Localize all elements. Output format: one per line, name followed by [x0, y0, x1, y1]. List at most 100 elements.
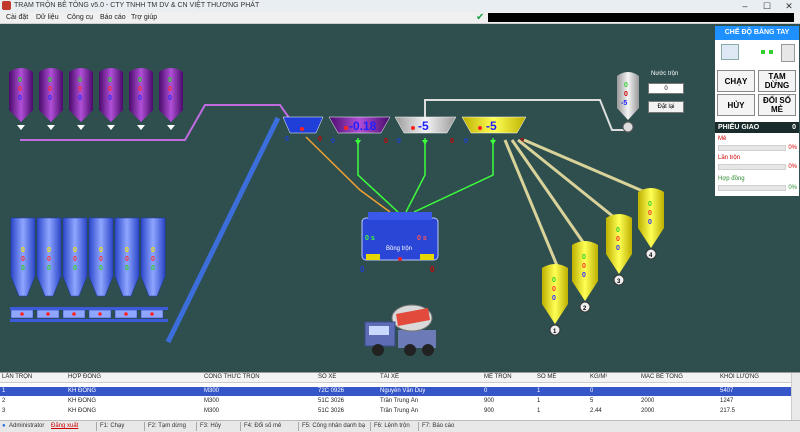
delivery-count: 0	[792, 124, 796, 131]
table-cell: 900	[484, 408, 495, 414]
contract-progress-pct: 0%	[788, 185, 797, 191]
svg-text:0: 0	[616, 227, 620, 234]
close-button[interactable]: ✕	[785, 1, 793, 11]
svg-text:0: 0	[648, 210, 652, 217]
menu-item-reports[interactable]: Báo cáo	[100, 14, 126, 21]
table-row[interactable]: 3 KH ĐÔNG M300 51C 3026 Trần Trung Ân 90…	[0, 407, 792, 416]
aggregate-silo: 000	[36, 217, 62, 319]
menu-item-data[interactable]: Dữ liệu	[36, 14, 59, 21]
svg-text:0: 0	[73, 256, 77, 263]
col-header[interactable]: SỐ MẺ	[537, 374, 557, 380]
col-header[interactable]: LẦN TRỘN	[2, 374, 33, 380]
delivery-title: PHIẾU GIAO	[718, 124, 760, 131]
additive-scale-value: -5	[486, 119, 497, 133]
svg-text:0: 0	[125, 256, 129, 263]
table-cell: 2	[2, 398, 6, 404]
table-cell: Trần Trung Ân	[380, 408, 419, 414]
table-cell: 1	[537, 398, 541, 404]
cancel-button[interactable]: HỦY	[717, 94, 755, 116]
menu-item-settings[interactable]: Cài đặt	[6, 14, 29, 21]
cement-silo: 000	[99, 68, 123, 130]
svg-text:0: 0	[48, 77, 52, 84]
table-row[interactable]: 2 KH ĐÔNG M300 51C 3026 Trần Trung Ân 90…	[0, 397, 792, 406]
col-header[interactable]: SỐ XE	[318, 374, 337, 380]
mode-title: CHẾ ĐỘ BẰNG TAY	[715, 26, 799, 40]
svg-text:0: 0	[624, 91, 628, 98]
cement-scale-left-value: 0	[331, 138, 335, 145]
water-silo: 0 0 -5	[617, 72, 639, 133]
aggregate-silo: 000	[62, 217, 88, 319]
contract-progress-label: Hợp đồng	[718, 176, 745, 182]
table-cell: M300	[204, 388, 220, 394]
table-scrollbar[interactable]	[791, 373, 800, 421]
mixer-bottom-left-value: 0	[360, 265, 365, 274]
run-button[interactable]: CHẠY	[717, 70, 755, 92]
water-scale-right-value: 0	[450, 138, 454, 145]
svg-text:0: 0	[48, 86, 52, 93]
water-setting-input[interactable]: 0	[648, 83, 684, 94]
shortcut-f5: F5: Công nhân danh bạ	[302, 423, 366, 429]
maximize-button[interactable]: ☐	[762, 1, 772, 11]
change-batch-number-button[interactable]: ĐỔI SỐ MẺ	[758, 94, 796, 116]
shortcut-f4: F4: Đổi số mẻ	[244, 423, 282, 429]
menu-item-help[interactable]: Trợ giúp	[131, 14, 158, 21]
svg-text:0: 0	[168, 95, 172, 102]
shortcut-f3: F3: Hủy	[200, 423, 222, 429]
additive-silo-number: 3	[617, 279, 621, 285]
logout-link[interactable]: Đăng xuất	[51, 423, 79, 429]
table-cell: 2.44	[590, 408, 602, 414]
cement-silo: 000	[129, 68, 153, 130]
message-bar	[488, 13, 794, 22]
table-cell: Nguyễn Văn Duy	[380, 388, 426, 394]
cement-scale-value: -0.18	[349, 119, 377, 133]
col-header[interactable]: TÀI XẾ	[380, 374, 400, 380]
delivery-header: PHIẾU GIAO 0	[715, 122, 799, 133]
batch-progress-bar	[718, 145, 786, 151]
svg-text:0: 0	[151, 247, 155, 254]
svg-text:0: 0	[138, 86, 142, 93]
svg-text:0: 0	[552, 277, 556, 284]
shortcut-f7: F7: Báo cáo	[422, 423, 455, 429]
svg-text:0: 0	[18, 95, 22, 102]
col-header[interactable]: KHỐI LƯỢNG	[720, 374, 759, 380]
col-header[interactable]: CÔNG THỨC TRỘN	[204, 374, 260, 380]
svg-text:0: 0	[648, 219, 652, 226]
water-scale-value: -5	[418, 119, 429, 133]
col-header[interactable]: MÁC BÊ TÔNG	[641, 374, 683, 380]
mixer-left-time: 0 s	[365, 235, 375, 242]
reset-button[interactable]: Đặt lại	[648, 101, 684, 113]
additive-silo-number: 4	[649, 253, 653, 259]
mixer-drum: 0 s 0 s Bồng trộn 0 0	[360, 212, 439, 274]
mix-progress-pct: 0%	[788, 164, 797, 170]
svg-text:0: 0	[151, 256, 155, 263]
svg-text:0: 0	[47, 256, 51, 263]
user-icon: ●	[2, 423, 6, 429]
batch-progress-pct: 0%	[788, 145, 797, 151]
table-row[interactable]: 1 KH ĐÔNG M300 72C 0926 Nguyễn Văn Duy 0…	[0, 387, 792, 396]
batch-table: LẦN TRỘN HỢP ĐỒNG CÔNG THỨC TRỘN SỐ XE T…	[0, 372, 800, 421]
cement-scale: -0.18 0 0	[328, 116, 391, 145]
col-header[interactable]: HỢP ĐỒNG	[68, 374, 102, 380]
window-title: TRẠM TRỘN BÊ TÔNG v5.0 - CTY TNHH TM DV …	[14, 2, 260, 9]
table-cell: 5	[590, 398, 594, 404]
app-logo-icon	[2, 1, 11, 10]
col-header[interactable]: KG/M³	[590, 374, 608, 380]
table-cell: 2000	[641, 398, 655, 404]
col-header[interactable]: MẺ TRỘN	[484, 374, 512, 380]
water-setting-label: Nước trộn	[651, 71, 679, 77]
svg-text:0: 0	[552, 295, 556, 302]
shortcut-f2: F2: Tạm dừng	[148, 423, 186, 429]
cement-silo: 000	[69, 68, 93, 130]
table-cell: 0	[590, 388, 594, 394]
mix-progress-bar	[718, 164, 786, 170]
svg-text:0: 0	[21, 256, 25, 263]
menu-item-tools[interactable]: Công cụ	[67, 14, 94, 21]
minimize-button[interactable]: –	[742, 1, 748, 11]
pause-button[interactable]: TẠM DỪNG	[758, 70, 796, 92]
aggregate-silo: 000	[140, 217, 166, 319]
aggregate-scale-right-value: 0	[318, 136, 322, 143]
mixer-right-time: 0 s	[417, 235, 427, 242]
